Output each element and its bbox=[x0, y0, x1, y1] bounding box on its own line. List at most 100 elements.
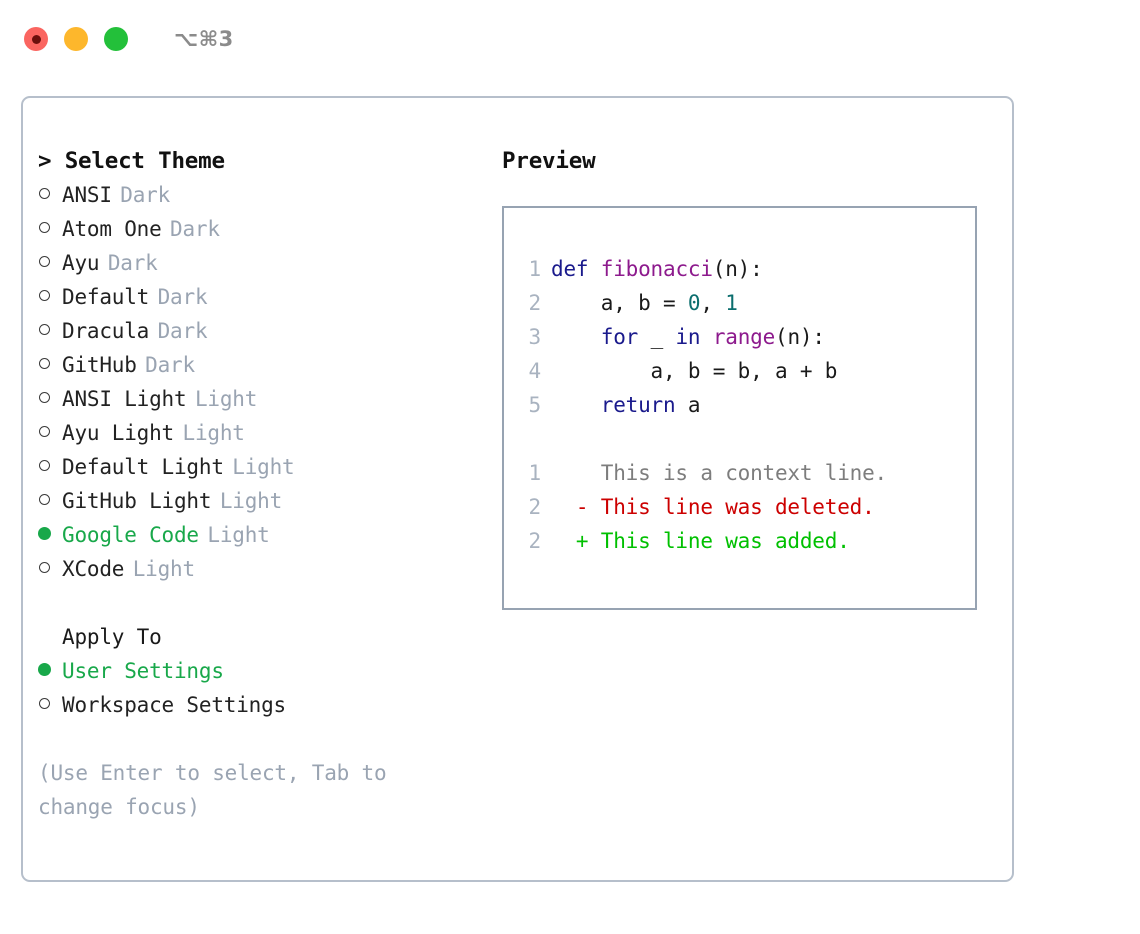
code-token-pl bbox=[700, 325, 712, 349]
window-controls bbox=[24, 27, 128, 51]
diff-lines: 1 This is a context line. 2 - This line w… bbox=[517, 456, 975, 558]
code-token-pl: (n): bbox=[775, 325, 825, 349]
theme-option-github-light[interactable]: GitHub Light Light bbox=[38, 484, 498, 518]
maximize-window-button[interactable] bbox=[104, 27, 128, 51]
apply-to-option-workspace-settings[interactable]: Workspace Settings bbox=[38, 688, 498, 722]
code-line: 3 for _ in range(n): bbox=[517, 320, 975, 354]
theme-option-label: Google Code bbox=[62, 523, 199, 547]
theme-variant-tag: Light bbox=[232, 455, 295, 479]
theme-variant-tag: Dark bbox=[157, 285, 208, 309]
code-line-number: 5 bbox=[528, 393, 542, 417]
code-line-number: 2 bbox=[528, 291, 542, 315]
diff-line-number: 2 bbox=[528, 529, 542, 553]
code-token-pl: , bbox=[700, 291, 726, 315]
select-theme-heading: > Select Theme bbox=[38, 148, 225, 174]
code-token-pl: a, b = bbox=[551, 291, 688, 315]
theme-option-label: Default bbox=[62, 285, 150, 309]
code-line-content: a, b = b, a + b bbox=[551, 354, 838, 388]
theme-variant-tag: Light bbox=[207, 523, 270, 547]
theme-option-ayu[interactable]: Ayu Dark bbox=[38, 246, 498, 280]
diff-line-del: 2 - This line was deleted. bbox=[517, 490, 975, 524]
theme-option-google-code[interactable]: Google Code Light bbox=[38, 518, 498, 552]
theme-option-ansi[interactable]: ANSI Dark bbox=[38, 178, 498, 212]
code-token-pl: _ bbox=[638, 325, 676, 349]
diff-line-number: 1 bbox=[528, 461, 542, 485]
theme-variant-tag: Light bbox=[194, 387, 258, 411]
theme-option-label: Ayu bbox=[62, 251, 100, 275]
code-token-kw: def bbox=[551, 257, 601, 281]
diff-line-content: This is a context line. bbox=[551, 461, 887, 485]
theme-option-label: ANSI Light bbox=[62, 387, 187, 411]
theme-option-label: GitHub bbox=[62, 353, 137, 377]
code-line-number: 3 bbox=[528, 325, 542, 349]
apply-to-option-label: User Settings bbox=[62, 659, 224, 683]
code-token-pl bbox=[551, 393, 601, 417]
code-token-fn: range bbox=[712, 325, 776, 349]
theme-variant-tag: Dark bbox=[157, 319, 208, 343]
code-token-kw: return bbox=[600, 393, 676, 417]
theme-option-ansi-light[interactable]: ANSI Light Light bbox=[38, 382, 498, 416]
code-token-pl: a, b = b, a + b bbox=[551, 359, 838, 383]
code-line: 2 a, b = 0, 1 bbox=[517, 286, 975, 320]
code-line-number: 1 bbox=[528, 257, 542, 281]
code-line-content: for _ in range(n): bbox=[551, 320, 825, 354]
diff-line-content: - This line was deleted. bbox=[551, 495, 875, 519]
theme-option-default[interactable]: Default Dark bbox=[38, 280, 498, 314]
theme-variant-tag: Dark bbox=[107, 251, 158, 275]
theme-option-ayu-light[interactable]: Ayu Light Light bbox=[38, 416, 498, 450]
code-line: 5 return a bbox=[517, 388, 975, 422]
code-line-content: def fibonacci(n): bbox=[551, 252, 763, 286]
apply-to-option-user-settings[interactable]: User Settings bbox=[38, 654, 498, 688]
minimize-window-button[interactable] bbox=[64, 27, 88, 51]
theme-variant-tag: Dark bbox=[120, 183, 171, 207]
apply-to-heading: Apply To bbox=[62, 625, 162, 649]
theme-option-label: XCode bbox=[62, 557, 125, 581]
keyboard-shortcut-label: ⌥⌘3 bbox=[174, 27, 234, 51]
code-token-fn: fibonacci bbox=[600, 257, 713, 281]
theme-option-label: Ayu Light bbox=[62, 421, 174, 445]
code-line: 4 a, b = b, a + b bbox=[517, 354, 975, 388]
code-spacer bbox=[517, 422, 975, 456]
apply-to-option-label: Workspace Settings bbox=[62, 693, 286, 717]
code-line-content: return a bbox=[551, 388, 701, 422]
theme-variant-tag: Dark bbox=[145, 353, 195, 377]
keyboard-hint-text: (Use Enter to select, Tab to change focu… bbox=[38, 761, 399, 819]
code-token-num: 1 bbox=[725, 291, 738, 315]
diff-line-number: 2 bbox=[528, 495, 542, 519]
title-bar: ⌥⌘3 bbox=[0, 0, 1140, 78]
theme-variant-tag: Dark bbox=[170, 217, 220, 241]
code-line-content: a, b = 0, 1 bbox=[551, 286, 738, 320]
code-token-pl: a bbox=[675, 393, 701, 417]
code-token-kw: in bbox=[675, 325, 701, 349]
code-token-pl: (n): bbox=[712, 257, 763, 281]
theme-option-github[interactable]: GitHub Dark bbox=[38, 348, 498, 382]
theme-option-label: GitHub Light bbox=[62, 489, 212, 513]
theme-option-xcode[interactable]: XCode Light bbox=[38, 552, 498, 586]
theme-variant-tag: Light bbox=[132, 557, 195, 581]
close-window-button[interactable] bbox=[24, 27, 48, 51]
theme-option-dracula[interactable]: Dracula Dark bbox=[38, 314, 498, 348]
theme-option-label: Dracula bbox=[62, 319, 150, 343]
theme-option-atom-one[interactable]: Atom One Dark bbox=[38, 212, 498, 246]
theme-variant-tag: Light bbox=[219, 489, 283, 513]
code-token-kw: for bbox=[600, 325, 639, 349]
code-line-number: 4 bbox=[528, 359, 542, 383]
theme-option-label: Atom One bbox=[62, 217, 162, 241]
theme-option-label: ANSI bbox=[62, 183, 112, 207]
code-line: 1 def fibonacci(n): bbox=[517, 252, 975, 286]
theme-variant-tag: Light bbox=[182, 421, 245, 445]
preview-heading: Preview bbox=[502, 148, 596, 174]
diff-line-add: 2 + This line was added. bbox=[517, 524, 975, 558]
